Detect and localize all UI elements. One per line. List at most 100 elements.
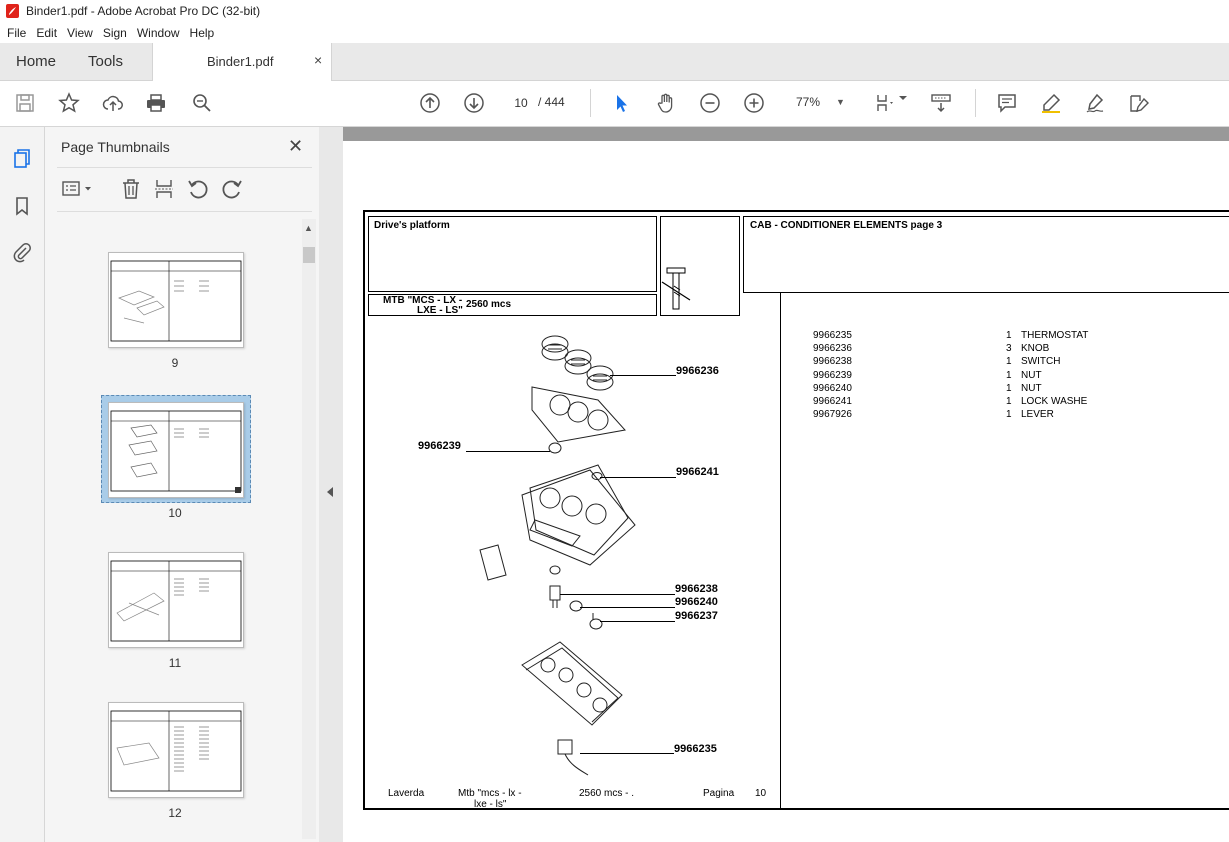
rotate-clockwise-icon[interactable]	[220, 177, 244, 201]
page-number-input[interactable]: 10	[505, 91, 537, 115]
thumbnail-page-10[interactable]	[108, 402, 244, 498]
tab-tools[interactable]: Tools	[88, 53, 124, 70]
footer-mcs: 2560 mcs - .	[579, 788, 635, 799]
part-code: 9966236	[813, 343, 852, 355]
zoom-select[interactable]: 77% ▼	[786, 91, 850, 113]
scroll-mode-icon[interactable]	[929, 91, 953, 115]
zoom-value: 77%	[796, 95, 821, 109]
part-desc: LOCK WASHE	[1021, 395, 1088, 407]
page-fit-dropdown-icon[interactable]	[898, 93, 908, 103]
panel-divider	[57, 211, 312, 212]
callout-label: 9966241	[676, 466, 719, 478]
next-page-icon[interactable]	[462, 91, 486, 115]
thumbnail-label: 9	[171, 356, 179, 370]
footer-page-number: 10	[755, 788, 767, 799]
part-qty: 3	[1006, 343, 1012, 355]
part-qty: 1	[1006, 409, 1012, 421]
tab-home[interactable]: Home	[16, 53, 57, 70]
thumbnails-panel: Page Thumbnails ✕ 9	[45, 127, 320, 842]
sign-pen-icon[interactable]	[1083, 91, 1107, 115]
callout-label: 9966238	[675, 583, 718, 595]
window-title: Binder1.pdf - Adobe Acrobat Pro DC (32-b…	[26, 4, 261, 18]
tab-close-icon[interactable]: ×	[314, 52, 323, 68]
thumbnail-page-12[interactable]	[108, 702, 244, 798]
highlight-pen-icon[interactable]	[1039, 91, 1063, 115]
callout-label: 9966239	[418, 440, 461, 452]
footer-brand: Laverda	[388, 788, 425, 799]
rotate-counterclockwise-icon[interactable]	[186, 177, 210, 201]
panel-close-icon[interactable]: ✕	[288, 136, 304, 156]
document-view[interactable]	[343, 127, 1229, 842]
menu-view[interactable]: View	[67, 25, 93, 40]
bookmark-star-icon[interactable]	[57, 91, 81, 115]
acrobat-app-icon	[6, 4, 19, 18]
panel-collapse-handle[interactable]	[319, 127, 343, 842]
zoom-in-icon[interactable]	[742, 91, 766, 115]
edit-pdf-icon[interactable]	[1127, 91, 1151, 115]
model-mcs: 2560 mcs	[466, 299, 512, 310]
part-qty: 1	[1006, 395, 1012, 407]
previous-page-icon[interactable]	[418, 91, 442, 115]
footer-model-2: lxe - ls"	[474, 799, 507, 810]
scroll-up-icon[interactable]: ▲	[304, 223, 313, 233]
exploded-parts-diagram	[479, 335, 636, 776]
menu-window[interactable]: Window	[136, 25, 180, 40]
panel-toolbar	[57, 177, 312, 203]
zoom-dropdown-icon[interactable]: ▼	[836, 97, 845, 107]
column-divider	[780, 293, 781, 810]
zoom-search-icon[interactable]	[190, 91, 214, 115]
tab-document[interactable]: Binder1.pdf ×	[152, 43, 332, 81]
thumbnail-scrollbar[interactable]: ▲	[302, 219, 316, 839]
extract-pages-icon[interactable]	[153, 177, 177, 201]
page-thumbnails-icon[interactable]	[11, 148, 33, 170]
panel-divider	[57, 167, 312, 168]
save-icon[interactable]	[13, 91, 37, 115]
menu-sign[interactable]: Sign	[102, 25, 127, 40]
toolbar-divider	[590, 89, 591, 117]
model-box	[368, 294, 657, 316]
collapse-arrow-icon[interactable]	[327, 487, 333, 497]
menu-edit[interactable]: Edit	[36, 25, 58, 40]
part-qty: 1	[1006, 382, 1012, 394]
delete-page-icon[interactable]	[119, 177, 143, 201]
footer-model-1: Mtb "mcs - lx -	[458, 788, 522, 799]
select-cursor-icon[interactable]	[610, 91, 634, 115]
symbol-box	[660, 216, 740, 316]
print-icon[interactable]	[144, 91, 168, 115]
thumbnail-options-icon[interactable]	[61, 177, 95, 201]
callout-label: 9966235	[674, 743, 717, 755]
hand-tool-icon[interactable]	[654, 91, 678, 115]
callout-leader	[466, 451, 550, 452]
callout-label: 9966237	[675, 610, 718, 622]
thumbnail-page-9[interactable]	[108, 252, 244, 348]
part-qty: 1	[1006, 369, 1012, 381]
thumbnail-label: 10	[168, 506, 182, 520]
toolbar-divider	[975, 89, 976, 117]
page-fit-icon[interactable]	[873, 91, 897, 115]
title-box	[743, 216, 1229, 293]
callout-leader	[560, 594, 675, 595]
menu-help[interactable]: Help	[189, 25, 215, 40]
callout-leader	[610, 375, 676, 376]
comment-icon[interactable]	[995, 91, 1019, 115]
zoom-out-icon[interactable]	[698, 91, 722, 115]
upload-cloud-icon[interactable]	[101, 91, 125, 115]
thumbnail-page-11[interactable]	[108, 552, 244, 648]
tab-bar: Home Tools Binder1.pdf ×	[0, 43, 1229, 81]
scrollbar-thumb[interactable]	[303, 247, 315, 263]
page-total: / 444	[538, 95, 565, 109]
part-desc: LEVER	[1021, 409, 1054, 421]
callout-label: 9966240	[675, 596, 718, 608]
section-label: Drive's platform	[374, 220, 450, 231]
bookmarks-icon[interactable]	[11, 195, 33, 217]
attachments-paperclip-icon[interactable]	[11, 241, 33, 263]
callout-leader	[580, 607, 675, 608]
menu-file[interactable]: File	[7, 25, 27, 40]
callout-leader	[600, 477, 676, 478]
callout-leader	[600, 621, 675, 622]
thumbnail-list: 9 10 11	[45, 217, 301, 842]
